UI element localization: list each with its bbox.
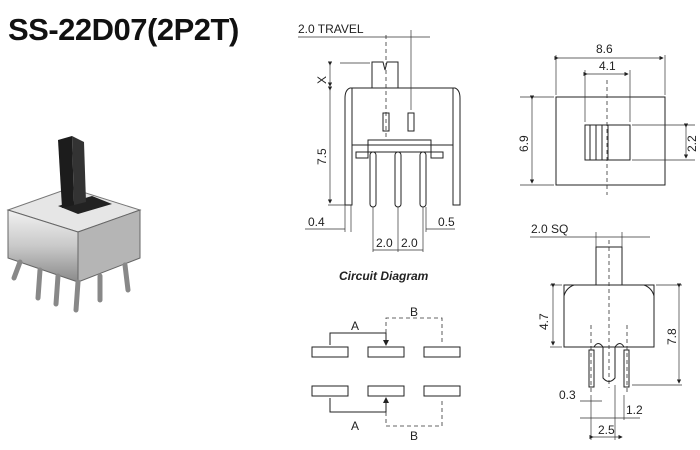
part-number-title: SS-22D07(2P2T) — [8, 12, 239, 47]
switch-photo — [6, 136, 142, 313]
pin-width-dimension: 0.5 — [438, 215, 455, 229]
top-view-drawing: 8.6 4.1 6.9 2.2 — [517, 42, 699, 195]
pitch-dimension-2: 2.0 — [401, 236, 418, 250]
circuit-diagram: Circuit Diagram A B A B — [311, 269, 461, 443]
leg-width-dimension: 0.4 — [308, 215, 325, 229]
pin-thickness-dimension: 0.3 — [559, 388, 576, 402]
terminal — [311, 385, 349, 397]
circuit-label-b-top: B — [410, 305, 418, 319]
slider-height-dimension: 2.2 — [685, 135, 699, 152]
body-height-dimension-end: 4.7 — [537, 313, 551, 330]
terminal — [367, 385, 405, 397]
x-dimension: X — [315, 76, 329, 84]
terminal — [423, 346, 461, 358]
height-dimension: 7.5 — [315, 148, 329, 165]
total-height-dimension: 7.8 — [665, 328, 679, 345]
terminal — [311, 346, 349, 358]
end-view-drawing: 2.0 SQ 4.7 7.8 0.3 1.2 2.5 — [530, 222, 682, 440]
circuit-diagram-title: Circuit Diagram — [339, 269, 429, 283]
width-dimension: 8.6 — [596, 42, 613, 56]
slot-width-dimension: 4.1 — [599, 59, 616, 73]
side-view-drawing: 2.0 TRAVEL X 7.5 0.4 0.5 2.0 2.0 — [298, 22, 461, 252]
circuit-label-b-bottom: B — [410, 429, 418, 443]
circuit-label-a-bottom: A — [351, 419, 359, 433]
pin-span-dimension: 2.5 — [598, 423, 615, 437]
pitch-dimension-1: 2.0 — [376, 236, 393, 250]
pin-offset-dimension: 1.2 — [626, 403, 643, 417]
terminal — [367, 346, 405, 358]
circuit-label-a-top: A — [351, 319, 359, 333]
travel-dimension: 2.0 TRAVEL — [298, 22, 364, 36]
terminal — [423, 385, 461, 397]
stem-dimension: 2.0 SQ — [531, 222, 568, 236]
body-height-dimension: 6.9 — [517, 135, 531, 152]
